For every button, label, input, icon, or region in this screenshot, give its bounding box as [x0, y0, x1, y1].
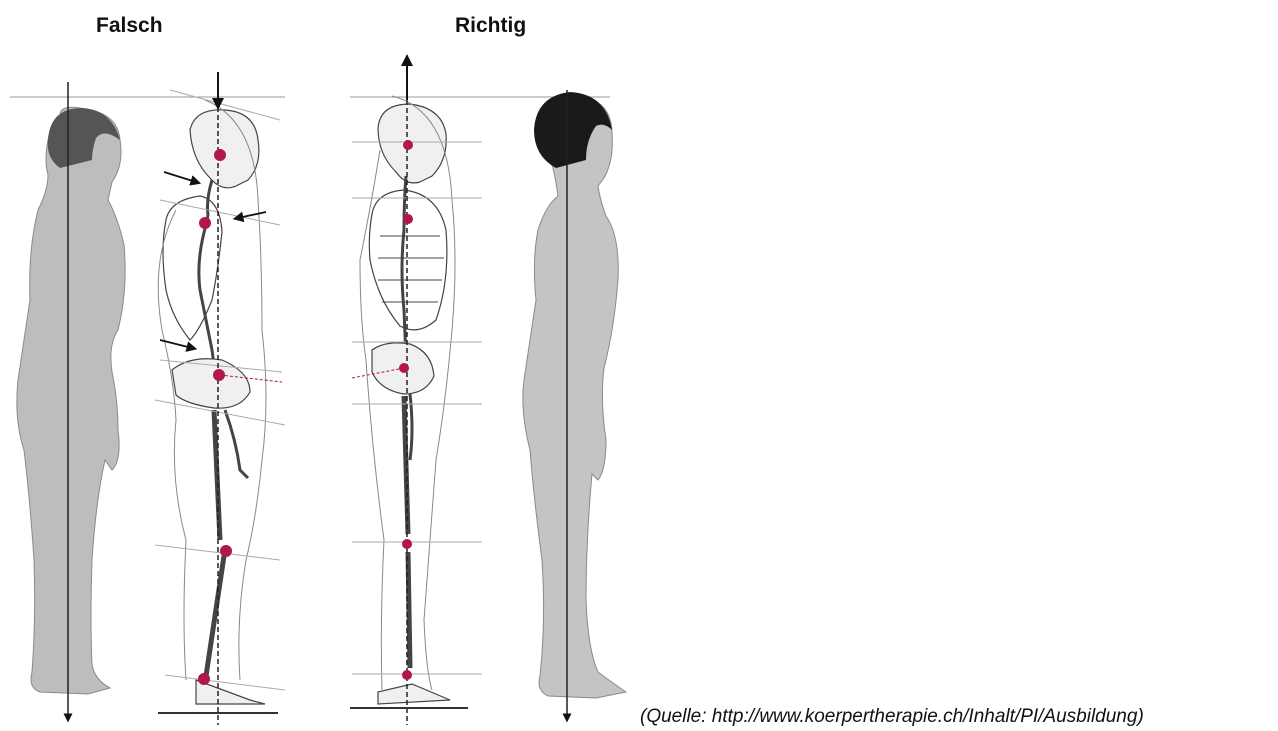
source-caption: (Quelle: http://www.koerpertherapie.ch/I…: [640, 706, 1144, 728]
person-right-posture: [523, 92, 626, 698]
person-wrong-posture: [17, 107, 125, 694]
posture-figure: [0, 0, 640, 731]
pointer-arrow-icon: [160, 172, 266, 348]
skeleton-right-guide-lines: [352, 142, 482, 674]
skeleton-wrong-posture: [158, 100, 266, 704]
